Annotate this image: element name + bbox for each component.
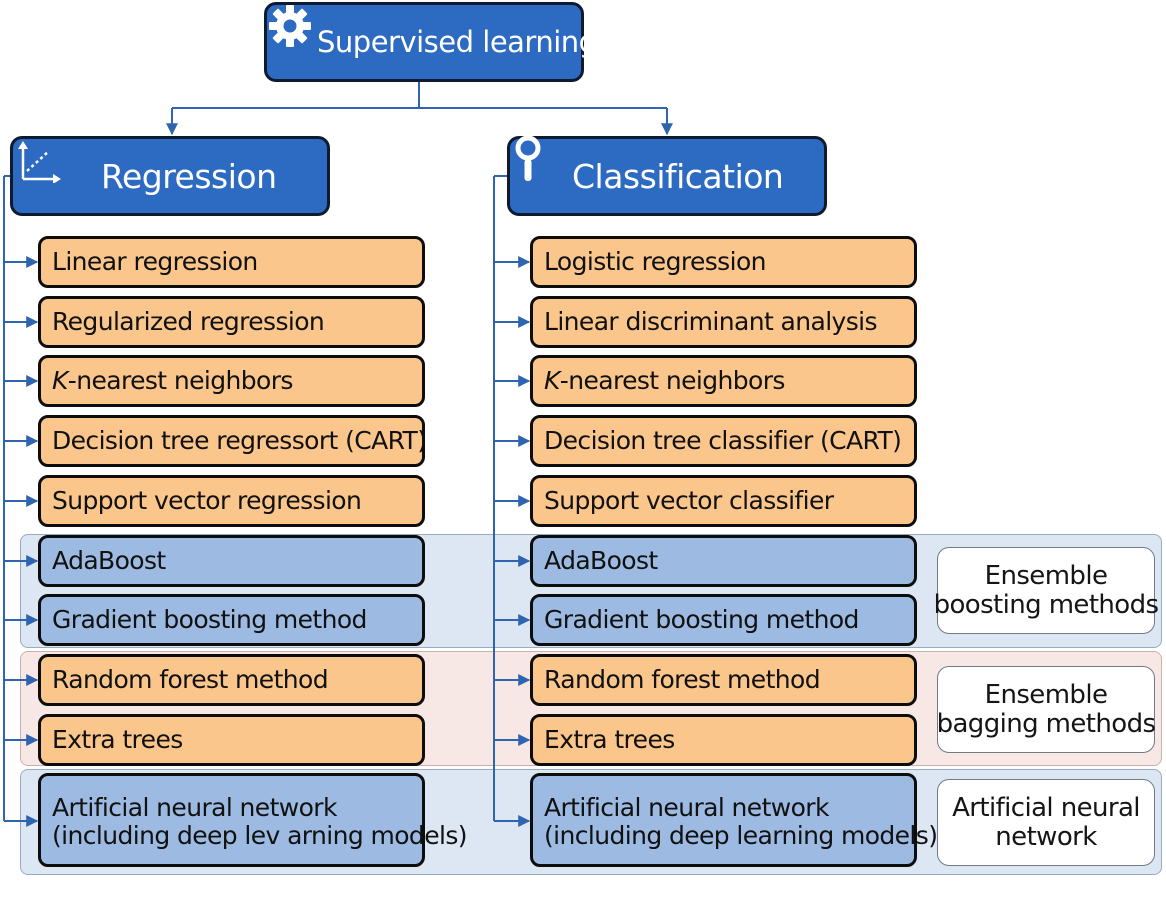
group-label-neural-network: Artificial neural network [937,779,1155,866]
node-classification: Classification [507,135,827,216]
node-classification-label: Classification [572,157,784,196]
classification-item-label: -nearest neighbors [559,366,786,395]
regression-item-linear: Linear regression [38,236,425,288]
classification-item-label: Extra trees [544,725,675,754]
classification-item-lda: Linear discriminant analysis [530,296,917,348]
regression-item-svr: Support vector regression [38,475,425,527]
gear-icon [269,5,311,47]
group-label-line1: Artificial neural [952,792,1140,823]
classification-item-label: Linear discriminant analysis [544,307,878,336]
regression-item-label: -nearest neighbors [67,366,294,395]
classification-item-label: Logistic regression [544,247,766,276]
regression-item-label: Decision tree regressort (CART) [52,426,427,455]
regression-item-label-line2: (including deep lev arning models) [52,821,468,850]
classification-item-knn: K-nearest neighbors [530,355,917,407]
group-label-line1: Ensemble [984,560,1108,591]
classification-item-extra-trees: Extra trees [530,714,917,766]
regression-item-neural-network: Artificial neural network (including dee… [38,773,468,867]
regression-item-label: Support vector regression [52,486,362,515]
scatter-axes-icon [18,141,61,183]
connector-regression-branches [4,256,39,827]
regression-item-label: Linear regression [52,247,258,276]
magnifier-icon [515,135,541,181]
classification-item-gradient-boosting: Gradient boosting method [530,594,917,646]
regression-item-label-line1: Artificial neural network [52,793,337,822]
regression-item-label: Regularized regression [52,307,325,336]
regression-item-label: AdaBoost [52,546,166,575]
classification-item-label: AdaBoost [544,546,658,575]
classification-item-svc: Support vector classifier [530,475,917,527]
connector-classification-branches [494,256,531,827]
group-label-line1: Ensemble [984,679,1108,710]
classification-item-label: Support vector classifier [544,486,834,515]
group-label-line2: bagging methods [936,708,1156,739]
node-regression-label: Regression [101,157,277,196]
regression-item-adaboost: AdaBoost [38,535,425,587]
classification-item-label: Decision tree classifier (CART) [544,426,902,455]
k-italic: K [52,366,68,395]
regression-item-decision-tree: Decision tree regressort (CART) [38,415,427,467]
classification-item-neural-network: Artificial neural network (including dee… [530,773,938,867]
group-label-bagging: Ensemble bagging methods [936,666,1156,753]
group-label-line2: boosting methods [933,589,1159,620]
k-italic: K [544,366,560,395]
classification-item-label: Gradient boosting method [544,605,859,634]
classification-item-label: Random forest method [544,665,821,694]
regression-item-knn: K-nearest neighbors [38,355,425,407]
node-supervised-learning-label: Supervised learning [317,25,597,59]
node-supervised-learning: Supervised learning [264,2,597,82]
regression-item-gradient-boosting: Gradient boosting method [38,594,425,646]
classification-item-decision-tree: Decision tree classifier (CART) [530,415,917,467]
node-regression: Regression [10,136,330,216]
regression-item-extra-trees: Extra trees [38,714,425,766]
regression-item-random-forest: Random forest method [38,654,425,706]
classification-item-adaboost: AdaBoost [530,535,917,587]
classification-item-logistic: Logistic regression [530,236,917,288]
classification-item-label-line1: Artificial neural network [544,793,829,822]
regression-item-label: Random forest method [52,665,329,694]
regression-item-regularized: Regularized regression [38,296,425,348]
regression-item-label: Gradient boosting method [52,605,367,634]
regression-item-label: Extra trees [52,725,183,754]
classification-item-label-line2: (including deep learning models) [544,821,938,850]
group-label-line2: network [995,821,1097,852]
group-label-boosting: Ensemble boosting methods [934,547,1159,634]
classification-item-random-forest: Random forest method [530,654,917,706]
